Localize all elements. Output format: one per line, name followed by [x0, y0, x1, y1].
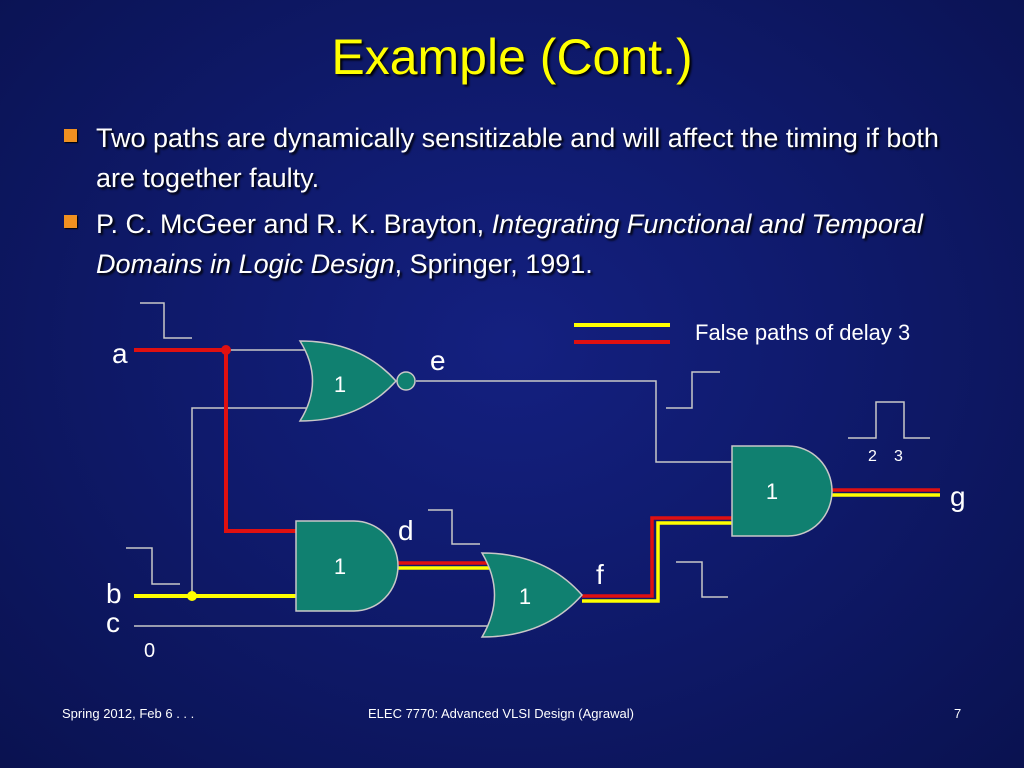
- legend-label: False paths of delay 3: [695, 320, 910, 345]
- bullet-text: P. C. McGeer and R. K. Brayton,: [96, 209, 492, 239]
- signal-label-e: e: [430, 345, 446, 376]
- square-bullet-icon: [64, 129, 77, 142]
- or-gate-bottom: 1: [480, 552, 583, 638]
- waveform-g: [848, 401, 930, 439]
- junction-dot: [187, 591, 197, 601]
- g-timing-end: 3: [894, 448, 903, 465]
- inversion-bubble: [396, 371, 416, 391]
- wire-b-to-nor: [191, 407, 320, 596]
- footer-page-number: 7: [954, 706, 962, 721]
- gate-delay-label: 1: [766, 479, 778, 504]
- bullet-text-tail: , Springer, 1991.: [394, 249, 593, 279]
- gate-delay-label: 1: [519, 584, 531, 609]
- footer-date: Spring 2012, Feb 6 . . .: [62, 706, 195, 721]
- signal-label-a: a: [112, 338, 128, 369]
- square-bullet-icon: [64, 215, 77, 228]
- wire-e: [416, 380, 738, 463]
- legend: False paths of delay 3: [574, 320, 910, 345]
- slide-title: Example (Cont.): [331, 29, 693, 85]
- waveforms: [126, 302, 930, 598]
- nor-gate-top: 1: [298, 340, 416, 422]
- bullet-text: Two paths are dynamically sensitizable a…: [96, 123, 939, 193]
- book-title: Integrating Functional and Temporal Doma…: [96, 209, 923, 279]
- path-f: [582, 516, 734, 603]
- path-b-yellow: [134, 591, 300, 601]
- signal-label-d: d: [398, 515, 414, 546]
- and-gate-middle: 1: [295, 520, 399, 612]
- bullet-list: Two paths are dynamically sensitizable a…: [60, 118, 980, 290]
- path-d: [398, 561, 492, 570]
- waveform-a: [140, 302, 192, 339]
- signal-labels: a e d f g b c 0 2 3: [106, 338, 966, 662]
- waveform-b: [126, 547, 180, 585]
- signal-label-g: g: [950, 481, 966, 512]
- c-value-label: 0: [144, 640, 155, 662]
- gate-delay-label: 1: [334, 554, 346, 579]
- bullet-item: Two paths are dynamically sensitizable a…: [60, 118, 980, 198]
- path-g: [832, 488, 940, 497]
- waveform-e: [666, 371, 720, 409]
- bullet-item: P. C. McGeer and R. K. Brayton, Integrat…: [60, 204, 980, 284]
- waveform-f: [676, 561, 728, 598]
- gate-delay-label: 1: [334, 372, 346, 397]
- signal-label-b: b: [106, 578, 122, 609]
- junction-dot: [221, 345, 231, 355]
- footer-course: ELEC 7770: Advanced VLSI Design (Agrawal…: [368, 706, 634, 721]
- and-gate-right: 1: [731, 445, 833, 537]
- path-a-red: [134, 345, 300, 533]
- signal-label-f: f: [596, 559, 604, 590]
- signal-label-c: c: [106, 607, 120, 638]
- waveform-d: [428, 509, 480, 545]
- g-timing-start: 2: [868, 448, 877, 465]
